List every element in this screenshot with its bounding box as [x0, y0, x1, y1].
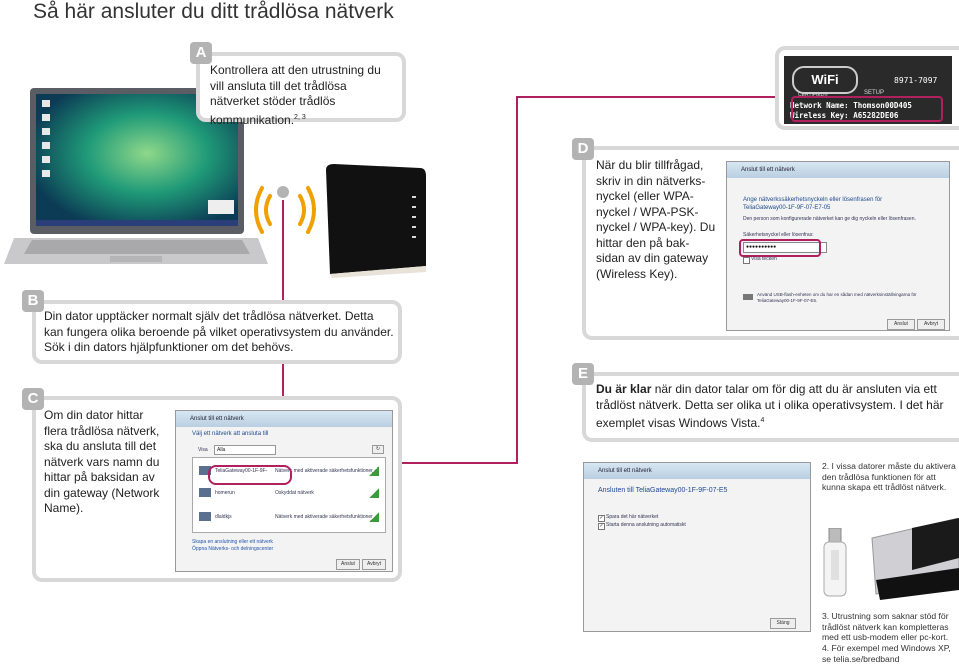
signal-icon	[369, 512, 379, 522]
network-row[interactable]: dlaldkjs Nätverk med aktiverade säkerhet…	[193, 508, 385, 528]
network-center-link[interactable]: Öppna Nätverks- och delningscenter	[192, 546, 274, 552]
dialog-titlebar: Anslut till ett nätverk	[727, 162, 949, 178]
auto-start-label: Starta denna anslutning automatiskt	[606, 522, 686, 528]
security-key-input[interactable]: ●●●●●●●●●●	[743, 242, 827, 253]
dialog-connected: Anslut till ett nätverk Ansluten till Te…	[583, 462, 811, 632]
wifi-waves-icon	[252, 180, 318, 240]
network-highlight	[208, 465, 292, 485]
step-c-badge: C	[22, 388, 44, 410]
network-row[interactable]: homerun Oskyddat nätverk	[193, 484, 385, 504]
dialog-titlebar: Anslut till ett nätverk	[176, 411, 392, 427]
network-row[interactable]: TeliaGateway00-1F-9F- Nätverk med aktive…	[193, 462, 385, 482]
network-icon	[199, 512, 211, 521]
field-label: Säkerhetsnyckel eller lösenfras:	[743, 232, 814, 238]
footnote-2: 2. I vissa datorer måste du aktivera den…	[822, 461, 956, 492]
wifi-logo-icon: WiFi	[792, 66, 858, 94]
step-d-badge: D	[572, 138, 594, 160]
dialog-heading: Ange nätverkssäkerhetsnyckeln eller löse…	[743, 197, 883, 211]
connect-button[interactable]: Anslut	[336, 559, 360, 570]
footnote-3: 3. Utrustning som saknar stöd för trådlö…	[822, 611, 949, 642]
pc-card-illustration	[852, 517, 959, 600]
show-chars-checkbox[interactable]	[743, 257, 750, 264]
cancel-button[interactable]: Avbryt	[362, 559, 386, 570]
certified-text: CERTIFIED®	[798, 92, 828, 98]
network-name: homerun	[215, 490, 235, 496]
laptop-illustration	[2, 84, 270, 270]
connector-wire	[516, 96, 866, 98]
signal-icon	[369, 488, 379, 498]
gateway-illustration	[322, 162, 432, 280]
setup-text: SETUP	[864, 90, 885, 96]
network-icon	[199, 466, 211, 475]
network-name-text: Network Name: Thomson00D405	[790, 101, 912, 110]
footnote-4: 4. För exempel med Windows XP, se telia.…	[822, 643, 951, 664]
network-icon	[199, 488, 211, 497]
step-e-badge: E	[572, 363, 594, 385]
cancel-button[interactable]: Avbryt	[917, 319, 945, 330]
step-b-box	[32, 300, 402, 364]
dialog-heading: Välj ett nätverk att ansluta till	[192, 431, 269, 437]
save-network-checkbox[interactable]: ✓	[598, 515, 605, 522]
product-code: 8971-7097	[894, 76, 938, 85]
refresh-button[interactable]: ↻	[372, 445, 384, 454]
usb-icon	[743, 294, 753, 300]
key-highlight	[739, 239, 821, 257]
page-title: Så här ansluter du ditt trådlösa nätverk	[33, 0, 394, 23]
show-label: Visa	[198, 447, 208, 453]
network-name: TeliaGateway00-1F-9F-	[215, 468, 268, 474]
dialog-select-network: Anslut till ett nätverk Välj ett nätverk…	[175, 410, 393, 572]
create-connection-link[interactable]: Skapa en anslutning eller ett nätverk	[192, 539, 273, 545]
dialog-subtext: Den person som konfigurerade nätverket k…	[743, 216, 916, 222]
step-c-text: Om din dator hittar flera trådlösa nätve…	[44, 408, 160, 515]
dialog-network-key: Anslut till ett nätverk Ange nätverkssäk…	[726, 161, 950, 331]
step-b-badge: B	[22, 290, 44, 312]
step-d-text: När du blir tillfrågad, skriv in din nät…	[596, 158, 716, 281]
step-a-text: Kontrollera att den utrustning du vill a…	[210, 63, 381, 127]
step-a-badge: A	[190, 42, 212, 64]
usb-note: Använd USB-flash-enheten om du har en så…	[757, 292, 917, 303]
signal-icon	[369, 466, 379, 476]
dialog-titlebar: Anslut till ett nätverk	[584, 463, 810, 479]
auto-start-checkbox[interactable]: ✓	[598, 523, 605, 530]
network-status: Nätverk med aktiverade säkerhetsfunktion…	[275, 468, 373, 474]
connect-button[interactable]: Anslut	[887, 319, 915, 330]
step-a-box	[196, 52, 406, 122]
step-e-text: Du är klar när din dator talar om för di…	[596, 382, 944, 430]
close-button[interactable]: Stäng	[770, 618, 796, 629]
gateway-label: WiFi CERTIFIED® SETUP 8971-7097 Network …	[784, 56, 952, 124]
connector-wire	[516, 96, 518, 464]
usb-modem-illustration	[820, 527, 850, 598]
show-select[interactable]: Alla	[214, 445, 276, 455]
show-chars-label: Visa tecken	[751, 256, 777, 262]
connector-dot	[277, 186, 289, 198]
connected-heading: Ansluten till TeliaGateway00-1F-9F-07-E5	[598, 487, 728, 494]
label-highlight	[791, 96, 943, 122]
network-status: Nätverk med aktiverade säkerhetsfunktion…	[275, 514, 373, 520]
step-e-box	[582, 372, 959, 442]
save-network-label: Spara det här nätverket	[606, 514, 659, 520]
network-name: dlaldkjs	[215, 514, 232, 520]
network-status: Oskyddat nätverk	[275, 490, 314, 496]
step-b-text: Din dator upptäcker normalt själv det tr…	[44, 309, 394, 354]
wireless-key-text: Wireless Key: A65282DE06	[790, 111, 899, 120]
